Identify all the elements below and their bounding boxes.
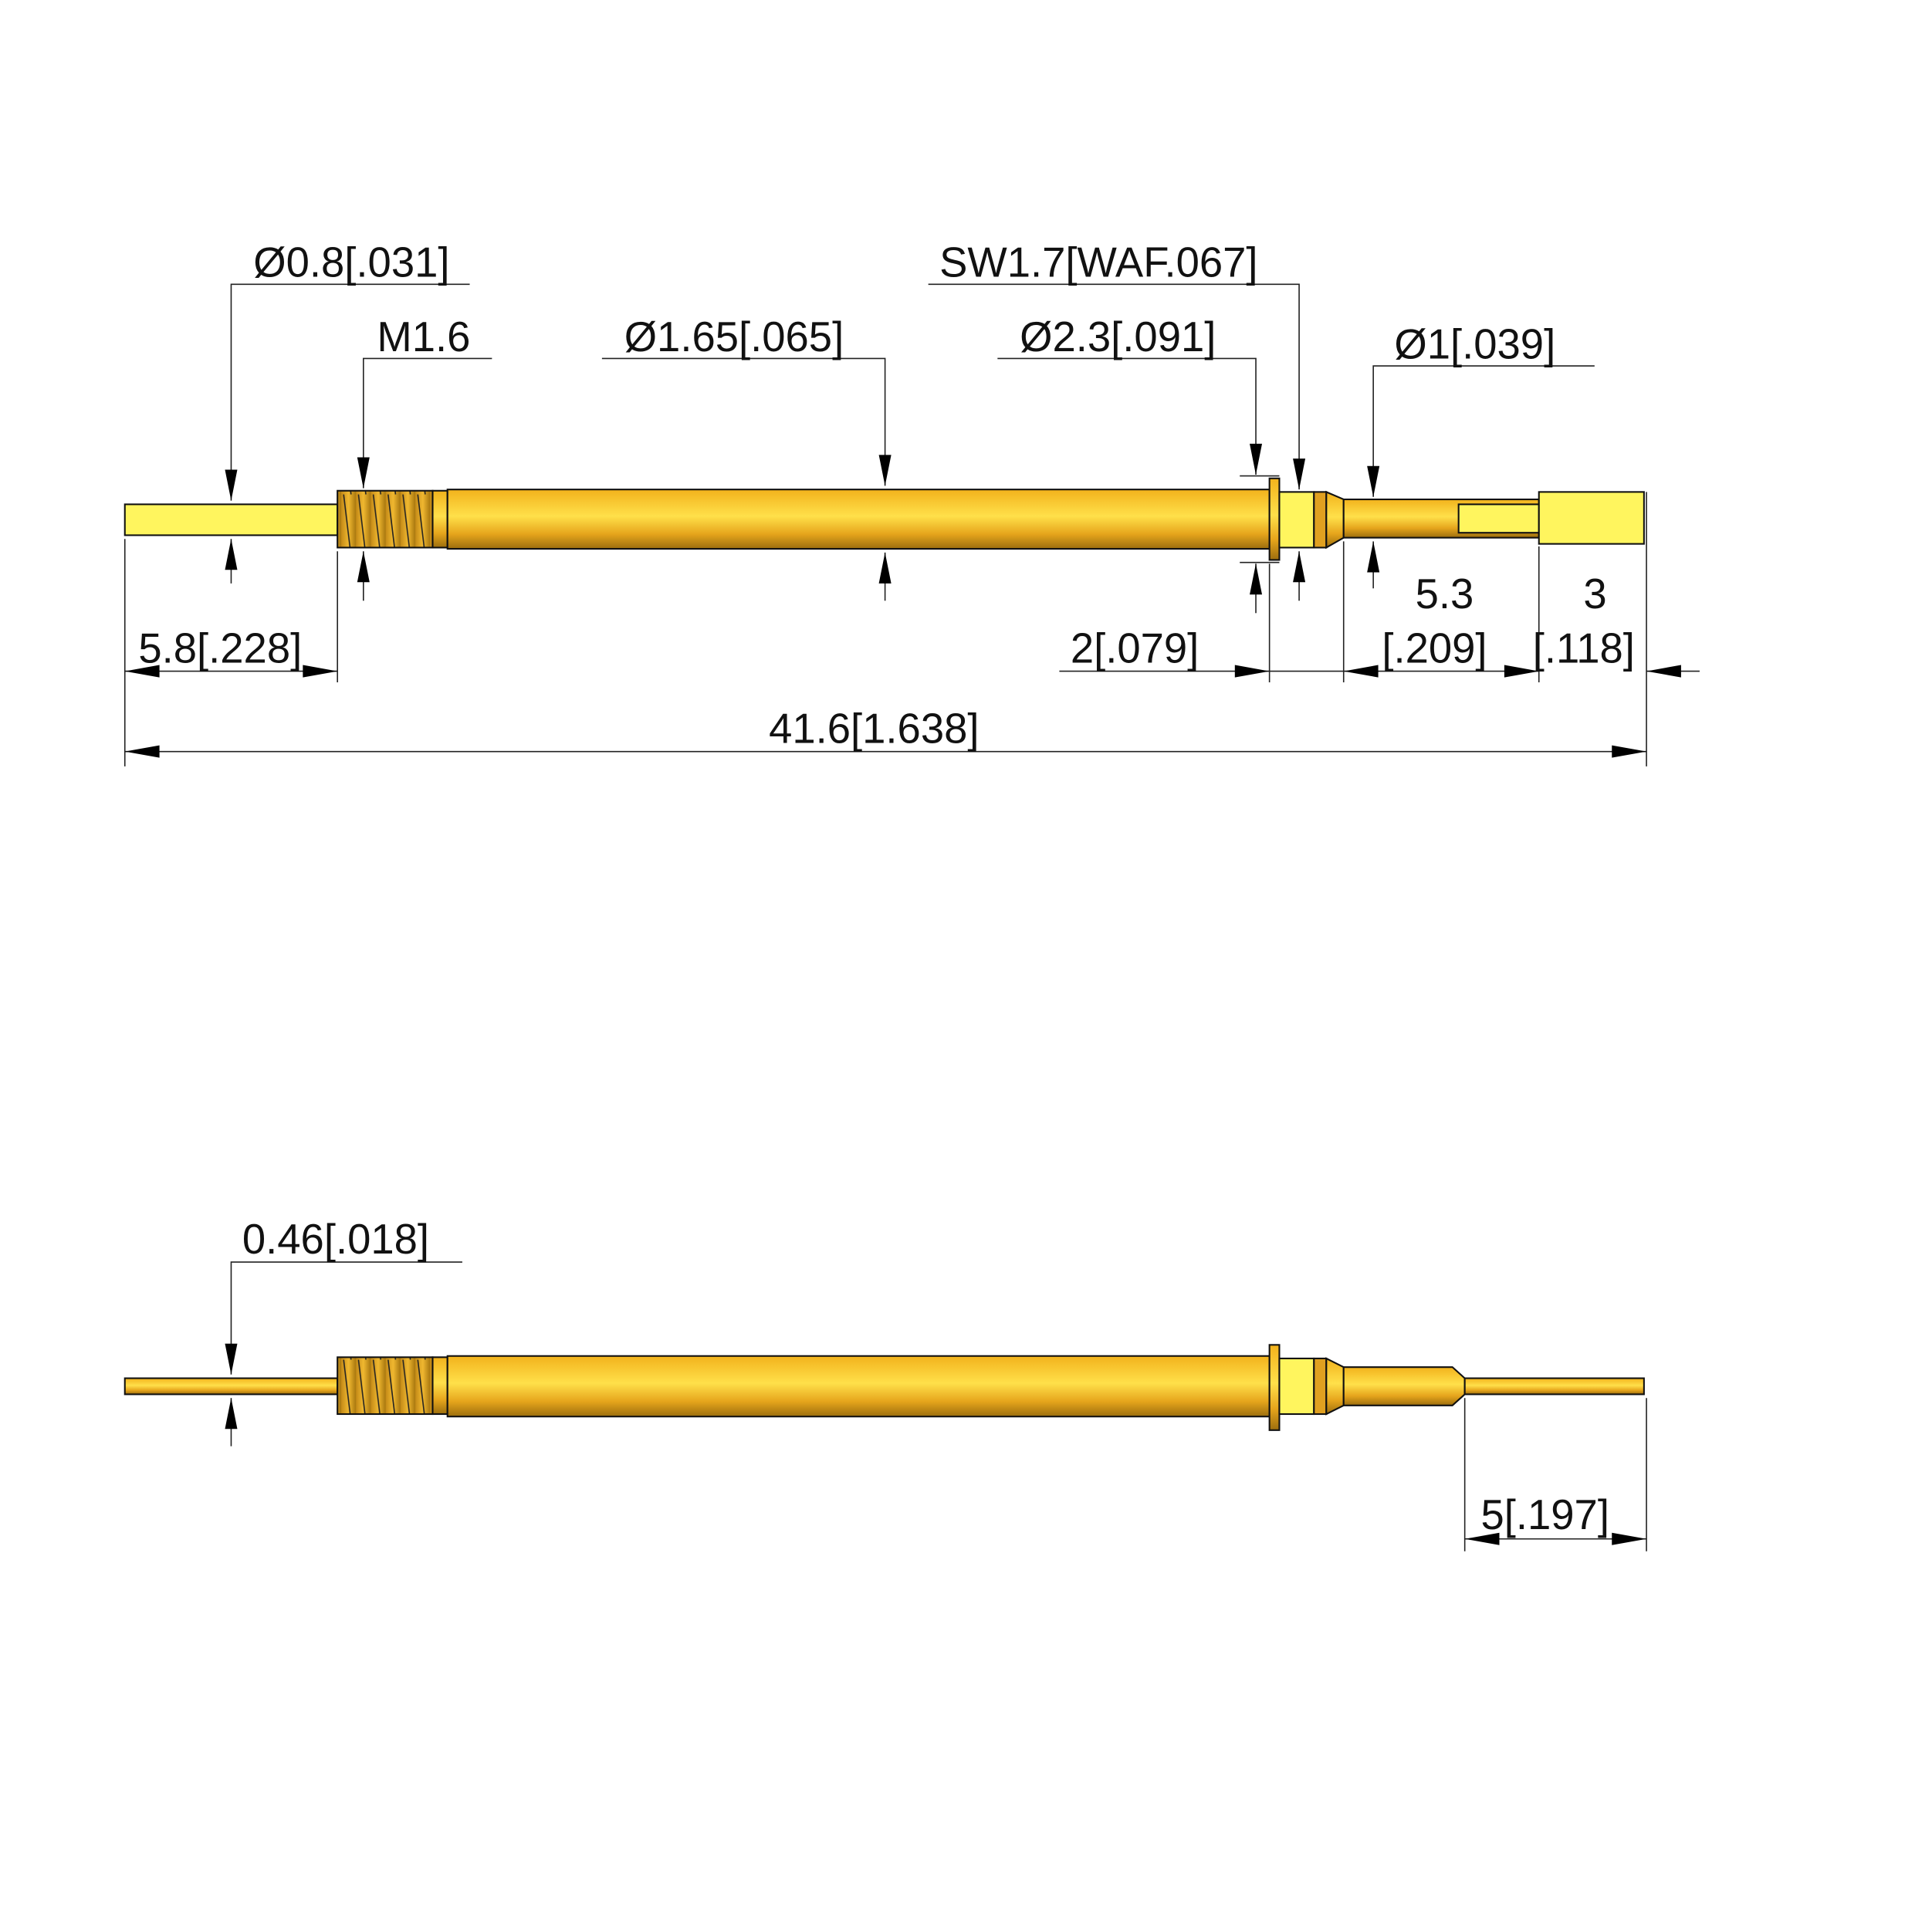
thread — [337, 489, 434, 549]
dim-shaft-length-inch: [.209] — [1382, 624, 1487, 672]
flange — [1268, 1344, 1281, 1431]
neck — [431, 489, 448, 549]
dim-pin-length: 5.8[.228] — [138, 624, 302, 672]
arrowheads — [225, 1343, 1647, 1545]
shaft — [1342, 1366, 1466, 1406]
taper — [1325, 1357, 1345, 1416]
arrowheads — [124, 443, 1681, 758]
dim-hex: SW1.7[WAF.067] — [939, 239, 1257, 286]
hex — [1278, 1357, 1315, 1416]
plunger-tip — [1538, 491, 1645, 545]
dim-flange-offset: 2[.079] — [1071, 624, 1199, 672]
shaft-flat — [1457, 503, 1540, 534]
neck — [431, 1356, 448, 1416]
dim-tip-length-inch: [.118] — [1533, 624, 1635, 672]
dim-pin-diameter: Ø0.8[.031] — [253, 239, 449, 286]
dim-tip-length: 3 — [1583, 570, 1606, 617]
dim-pin-thickness: 0.46[.018] — [242, 1216, 429, 1263]
thread — [337, 1356, 434, 1416]
tip-pin — [123, 1377, 339, 1396]
dim-total-length: 41.6[1.638] — [769, 705, 979, 752]
tip-pin — [123, 503, 339, 536]
dim-tip-length: 5[.197] — [1480, 1491, 1609, 1538]
taper — [1325, 490, 1345, 550]
probe-side-view: 0.46[.018] 5[.197] — [123, 1216, 1647, 1551]
flange — [1268, 477, 1281, 561]
dim-body-diameter: Ø1.65[.065] — [624, 313, 844, 360]
dim-flange-diameter: Ø2.3[.091] — [1020, 313, 1216, 360]
dim-shaft-length: 5.3 — [1416, 570, 1474, 617]
body — [446, 1355, 1271, 1418]
hex — [1278, 491, 1315, 549]
hex-ring — [1313, 1357, 1328, 1416]
hex-ring — [1313, 491, 1328, 549]
body — [446, 489, 1271, 550]
probe-top-view: Ø0.8[.031] M1.6 Ø1.65[.065] SW1.7[WAF.06… — [123, 239, 1700, 766]
dim-thread: M1.6 — [377, 313, 470, 360]
dim-shaft-diameter: Ø1[.039] — [1394, 320, 1555, 367]
plunger-tip — [1463, 1377, 1645, 1396]
